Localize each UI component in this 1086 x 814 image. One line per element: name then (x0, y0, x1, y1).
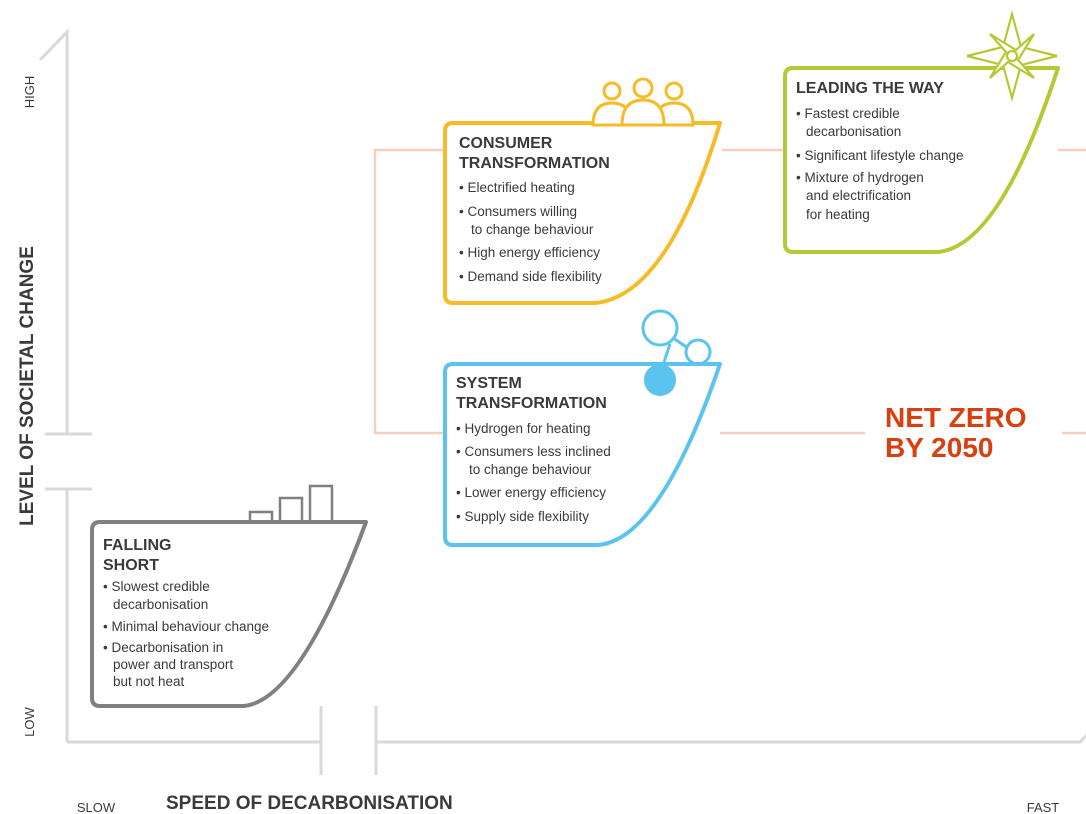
y-axis-labels: HIGH LOW LEVEL OF SOCIETAL CHANGE (17, 76, 38, 737)
list-item: • Electrified heating (459, 180, 575, 195)
system-transformation-bullets: • Hydrogen for heating • Consumers less … (456, 421, 611, 524)
list-item: • Consumers less inclined (456, 444, 611, 459)
list-item: to change behaviour (471, 222, 594, 237)
y-axis-low-label: LOW (22, 706, 37, 736)
list-item: • High energy efficiency (459, 245, 600, 260)
leading-the-way-shape (783, 66, 1060, 254)
list-item: • Fastest credible (796, 106, 900, 121)
consumer-transformation-bullets: • Electrified heating • Consumers willin… (459, 180, 602, 284)
people-icon (591, 77, 695, 127)
y-axis-title: LEVEL OF SOCIETAL CHANGE (17, 246, 38, 526)
scenario-consumer-transformation: CONSUMER TRANSFORMATION • Electrified he… (443, 77, 722, 305)
svg-text:LEADING THE WAY: LEADING THE WAY (796, 80, 944, 97)
list-item: but not heat (113, 674, 185, 689)
scenario-leading-the-way: LEADING THE WAY • Fastest credible decar… (783, 9, 1060, 254)
x-axis-right (376, 733, 1086, 744)
net-zero-line-1: NET ZERO (885, 402, 1027, 433)
network-nodes-icon (641, 309, 712, 366)
svg-text:CONSUMER: CONSUMER (459, 135, 553, 152)
falling-short-title: FALLING SHORT (103, 537, 171, 574)
y-axis-upper (38, 28, 69, 433)
x-axis-slow-label: SLOW (77, 800, 116, 814)
list-item: • Consumers willing (459, 204, 577, 219)
network-node-filled (644, 364, 676, 396)
system-transformation-title: SYSTEM TRANSFORMATION (456, 375, 607, 412)
consumer-transformation-title: CONSUMER TRANSFORMATION (459, 135, 610, 172)
leading-the-way-bullets: • Fastest credible decarbonisation • Sig… (796, 106, 964, 222)
net-zero-lines (373, 148, 1086, 435)
list-item: for heating (806, 207, 870, 222)
x-axis-labels: SLOW SPEED OF DECARBONISATION FAST (77, 793, 1059, 814)
scenario-falling-short: FALLING SHORT • Slowest credible decarbo… (90, 484, 368, 708)
list-item: decarbonisation (806, 124, 901, 139)
compass-star-icon (966, 9, 1058, 103)
svg-text:SHORT: SHORT (103, 557, 159, 574)
net-zero-line-2: BY 2050 (885, 432, 993, 463)
list-item: • Mixture of hydrogen (796, 170, 924, 185)
system-transformation-shape (443, 362, 722, 547)
list-item: • Demand side flexibility (459, 269, 602, 284)
leading-the-way-title: LEADING THE WAY (796, 80, 944, 97)
x-axis-fast-label: FAST (1027, 800, 1060, 814)
list-item: decarbonisation (113, 597, 208, 612)
list-item: • Supply side flexibility (456, 509, 589, 524)
falling-short-bullets: • Slowest credible decarbonisation • Min… (103, 579, 269, 689)
list-item: • Significant lifestyle change (796, 148, 964, 163)
svg-text:TRANSFORMATION: TRANSFORMATION (459, 155, 610, 172)
net-zero-bracket (373, 148, 445, 435)
list-item: • Minimal behaviour change (103, 619, 269, 634)
list-item: • Slowest credible (103, 579, 210, 594)
svg-text:SYSTEM: SYSTEM (456, 375, 522, 392)
svg-text:TRANSFORMATION: TRANSFORMATION (456, 395, 607, 412)
list-item: power and transport (113, 657, 233, 672)
consumer-transformation-shape (443, 121, 722, 305)
falling-short-shape (90, 520, 368, 708)
list-item: • Lower energy efficiency (456, 485, 606, 500)
scenario-system-transformation: SYSTEM TRANSFORMATION • Hydrogen for hea… (443, 309, 722, 547)
net-zero-label: NET ZERO BY 2050 (885, 402, 1027, 463)
list-item: and electrification (806, 188, 911, 203)
svg-text:FALLING: FALLING (103, 537, 171, 554)
list-item: • Hydrogen for heating (456, 421, 591, 436)
list-item: to change behaviour (469, 462, 592, 477)
y-axis-high-label: HIGH (22, 76, 37, 109)
x-axis-title: SPEED OF DECARBONISATION (166, 793, 453, 814)
list-item: • Decarbonisation in (103, 640, 223, 655)
axes (38, 28, 1086, 775)
